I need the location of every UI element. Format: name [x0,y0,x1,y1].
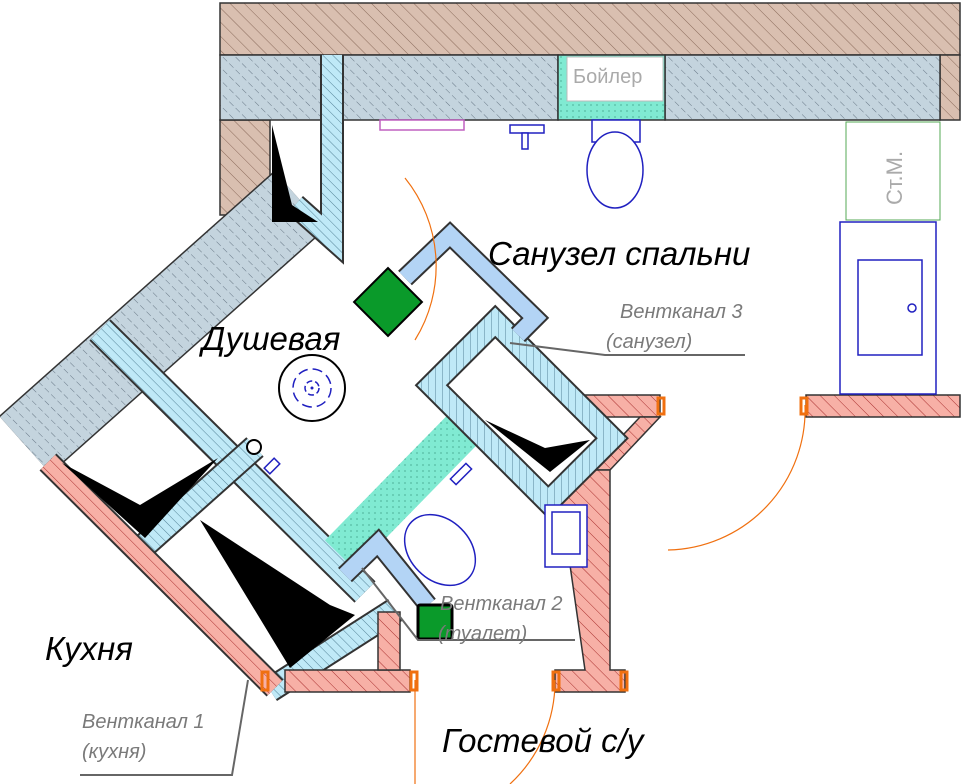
vent-3-sub: (санузел) [606,331,692,353]
room-label-kitchen: Кухня [45,630,133,667]
washer-label: Ст.М. [882,151,907,205]
faucets [263,124,545,486]
boiler-niche: Бойлер [557,54,666,121]
vent-2-sub: (туалет) [438,623,527,645]
concrete-wall [0,54,941,475]
pipe-riser [246,439,262,455]
leader-lines [80,342,745,776]
doors[interactable] [260,177,809,784]
washbasin-cabinet[interactable] [839,221,937,395]
toilet-2[interactable] [391,501,490,600]
room-label-guest-wc: Гостевой с/у [442,722,646,759]
vent-1-sub: (кухня) [82,741,146,763]
boiler-label: Бойлер [573,66,642,88]
niche-shadow [272,125,318,222]
shower-drain[interactable] [278,354,346,422]
vent-2-title: Вентканал 2 [440,593,563,615]
tiled-wall [324,405,488,570]
toilet-1[interactable] [586,119,644,209]
washing-machine[interactable]: Ст.М. [845,121,941,221]
towel-rail [379,119,465,131]
washbasin-guest[interactable] [544,504,588,568]
new-walls [39,394,961,697]
exterior-brick-wall [219,2,961,216]
vent-3-title: Вентканал 3 [620,301,743,323]
vent-shaft-1-marker[interactable] [352,266,424,338]
room-label-bathroom: Санузел спальни [488,235,750,272]
boiler[interactable] [566,56,664,102]
room-label-shower: Душевая [198,320,340,357]
vent-1-title: Вентканал 1 [82,711,205,733]
